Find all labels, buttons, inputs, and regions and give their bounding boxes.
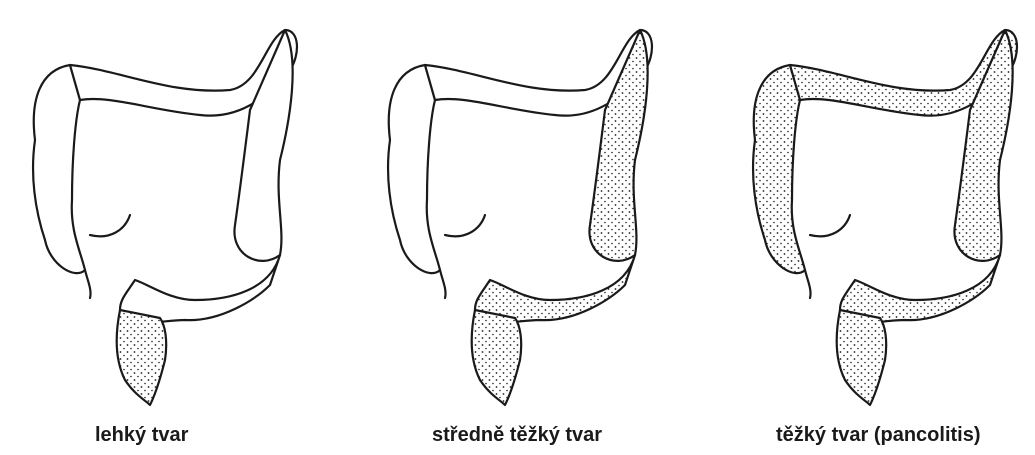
panel-moderate — [388, 30, 652, 405]
caption-mild: lehký tvar — [95, 424, 188, 447]
panel-severe — [753, 30, 1017, 405]
caption-severe: těžký tvar (pancolitis) — [776, 424, 981, 447]
caption-moderate: středně těžký tvar — [432, 424, 602, 447]
panel-mild — [33, 30, 297, 405]
colon-moderate — [388, 30, 652, 405]
colon-mild — [33, 30, 297, 405]
colon-severe — [753, 30, 1017, 405]
